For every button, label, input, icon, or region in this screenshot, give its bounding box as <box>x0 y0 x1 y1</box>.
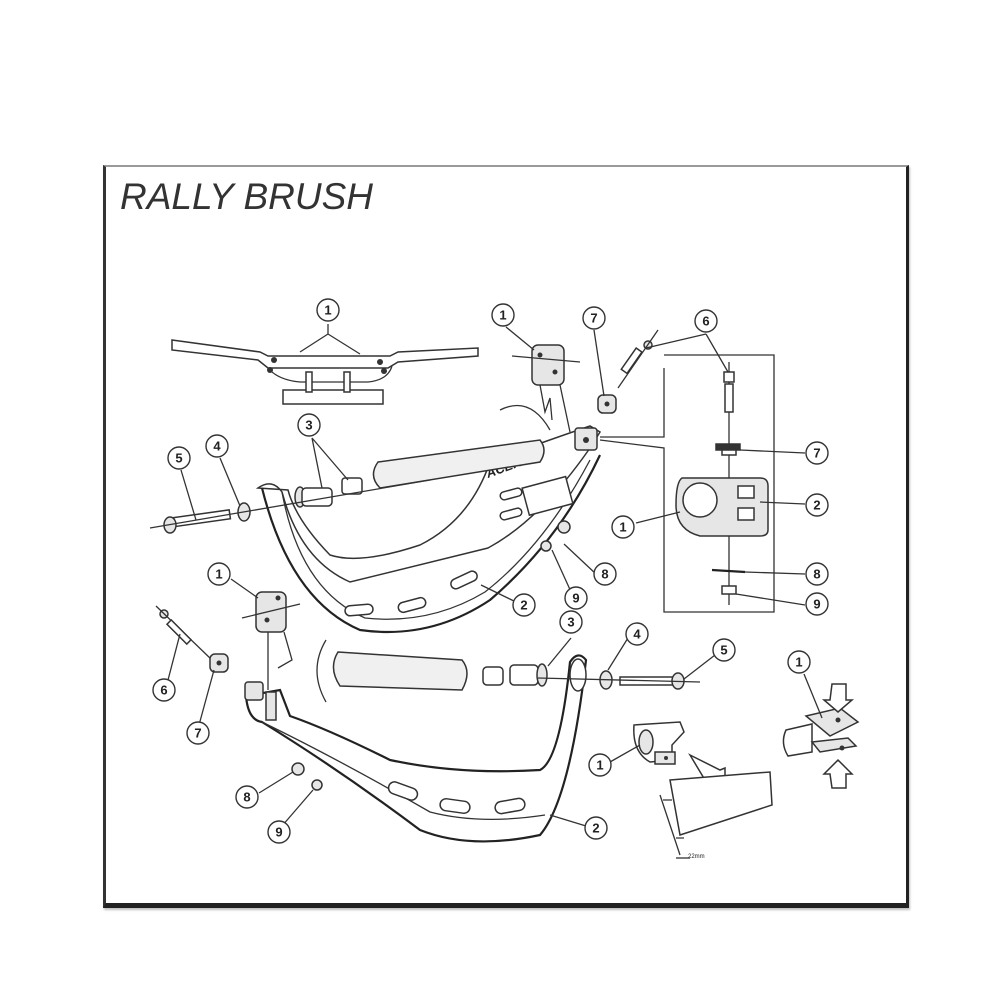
callout-upper-5: 5 <box>167 446 191 470</box>
callout-lower-3: 3 <box>559 610 583 634</box>
svg-text:7: 7 <box>590 311 597 326</box>
callout-inset-8: 8 <box>805 562 829 586</box>
lower-spacer-washer <box>209 653 229 673</box>
svg-text:5: 5 <box>175 451 182 466</box>
svg-text:1: 1 <box>324 303 331 318</box>
svg-text:8: 8 <box>601 567 608 582</box>
upper-clamp <box>511 344 581 433</box>
handlebar-illustration <box>171 324 479 405</box>
svg-text:2: 2 <box>520 598 527 613</box>
svg-text:3: 3 <box>567 615 574 630</box>
svg-text:1: 1 <box>499 308 506 323</box>
upper-clamp-bolt <box>617 329 659 389</box>
svg-text:6: 6 <box>702 314 709 329</box>
leader-lines <box>167 326 823 827</box>
svg-text:1: 1 <box>215 567 222 582</box>
svg-text:2: 2 <box>813 498 820 513</box>
dimension-label: 22mm <box>688 854 705 860</box>
callout-lower-4: 4 <box>625 622 649 646</box>
callout-lower-8: 8 <box>235 785 259 809</box>
svg-text:7: 7 <box>813 446 820 461</box>
callout-handlebar-1: 1 <box>316 298 340 322</box>
callout-upper-2: 2 <box>512 593 536 617</box>
callout-lower-6: 6 <box>152 678 176 702</box>
inset-detail <box>599 354 775 613</box>
upper-hand-guard: ACERBIS <box>149 404 602 634</box>
lower-clamp-bolt <box>155 605 213 661</box>
svg-text:4: 4 <box>213 439 221 454</box>
callout-upper-3: 3 <box>297 413 321 437</box>
svg-text:8: 8 <box>243 790 250 805</box>
svg-text:6: 6 <box>160 683 167 698</box>
svg-text:9: 9 <box>572 591 579 606</box>
svg-text:7: 7 <box>194 726 201 741</box>
svg-text:1: 1 <box>795 655 802 670</box>
callout-inset-1: 1 <box>611 515 635 539</box>
lower-clamp <box>241 591 301 690</box>
lower-hand-guard <box>244 639 701 843</box>
diagram-title: RALLY BRUSH <box>120 176 373 217</box>
upper-spacer-washer <box>597 394 617 414</box>
callout-detail-b-1: 1 <box>787 650 811 674</box>
callout-upper-clamp-1: 1 <box>491 303 515 327</box>
callout-detail-a-1: 1 <box>588 753 612 777</box>
svg-text:1: 1 <box>619 520 626 535</box>
lower-washer-8 <box>291 762 305 776</box>
callout-lower-5: 5 <box>712 638 736 662</box>
callout-upper-6: 6 <box>694 309 718 333</box>
svg-text:8: 8 <box>813 567 820 582</box>
svg-text:2: 2 <box>592 821 599 836</box>
svg-text:5: 5 <box>720 643 727 658</box>
svg-text:9: 9 <box>275 825 282 840</box>
callout-upper-8: 8 <box>593 562 617 586</box>
callout-inset-9: 9 <box>805 592 829 616</box>
callout-upper-9: 9 <box>564 586 588 610</box>
upper-nut-9 <box>540 540 552 552</box>
callout-upper-4: 4 <box>205 434 229 458</box>
callout-inset-2: 2 <box>805 493 829 517</box>
callout-inset-7: 7 <box>805 441 829 465</box>
callout-upper-7: 7 <box>582 306 606 330</box>
callout-lower-clamp-1: 1 <box>207 562 231 586</box>
mounting-detail-b <box>782 683 860 789</box>
svg-text:4: 4 <box>633 627 641 642</box>
mounting-detail-a: 22mm <box>633 721 773 860</box>
upper-washer-8 <box>557 520 571 534</box>
lower-nut-9 <box>311 779 323 791</box>
svg-text:1: 1 <box>596 758 603 773</box>
callout-lower-2: 2 <box>584 816 608 840</box>
callout-lower-7: 7 <box>186 721 210 745</box>
svg-text:3: 3 <box>305 418 312 433</box>
callout-lower-9: 9 <box>267 820 291 844</box>
svg-text:9: 9 <box>813 597 820 612</box>
